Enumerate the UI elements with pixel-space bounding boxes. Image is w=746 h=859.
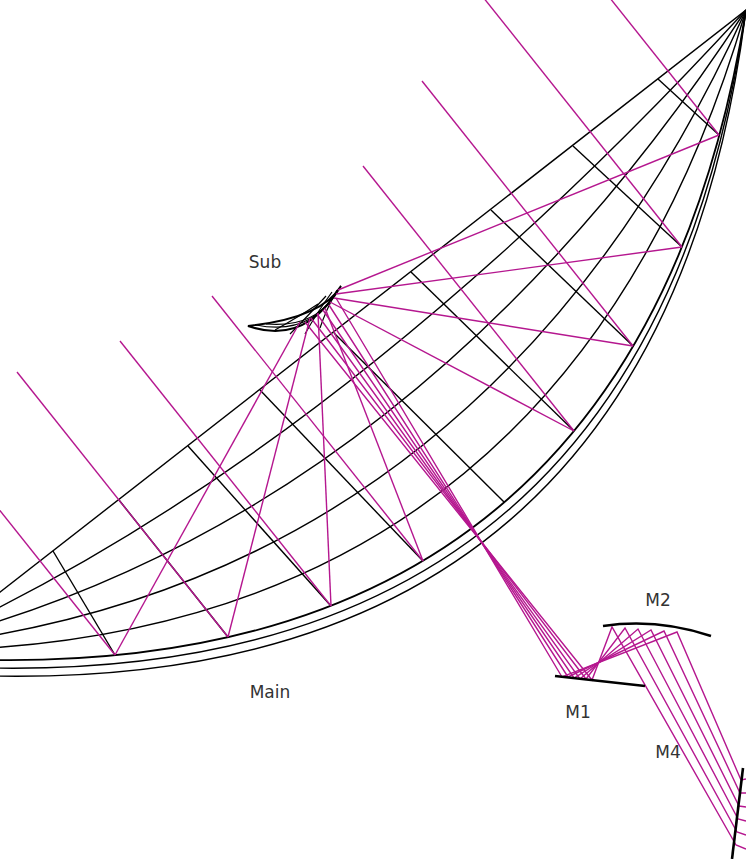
part-label: M1 — [565, 702, 590, 722]
mirror-m2 — [603, 624, 711, 636]
part-label: M2 — [645, 590, 670, 610]
mirror-m1 — [555, 676, 645, 686]
part-label: Main — [250, 682, 291, 702]
main-dish — [0, 10, 746, 676]
mirror-m4 — [732, 768, 743, 859]
part-label: M4 — [655, 742, 680, 762]
mirrors — [555, 624, 743, 859]
part-label: Sub — [249, 252, 281, 272]
